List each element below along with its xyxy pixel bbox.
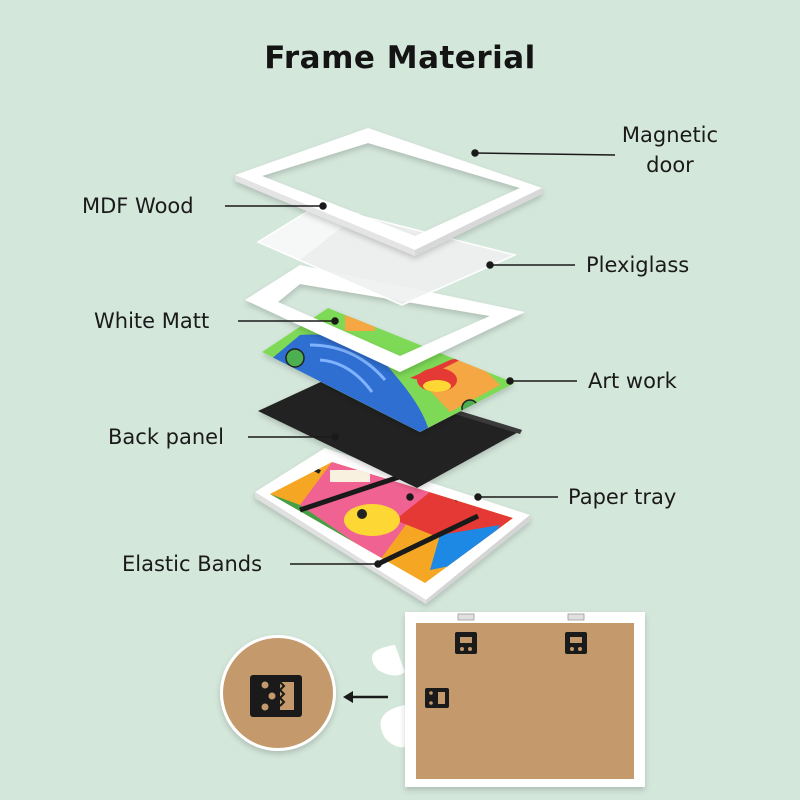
label-elastic-bands: Elastic Bands <box>122 549 262 579</box>
frame-back-view <box>372 612 645 787</box>
label-magnetic-door-line1: Magnetic <box>600 120 740 150</box>
label-paper-tray: Paper tray <box>568 482 676 512</box>
magnet-clip-icon <box>565 632 587 654</box>
label-magnetic-door-line2: door <box>600 150 740 180</box>
label-art-work: Art work <box>588 366 677 396</box>
arrow-left-icon <box>343 691 388 703</box>
magnet-clip-icon <box>455 632 477 654</box>
label-magnetic-door: Magnetic door <box>600 120 740 180</box>
label-back-panel: Back panel <box>108 422 224 452</box>
sawtooth-hanger-icon <box>425 688 449 708</box>
label-mdf-wood: MDF Wood <box>82 191 194 221</box>
hanger-zoom-view <box>220 635 340 755</box>
label-plexiglass: Plexiglass <box>586 250 689 280</box>
label-white-matt: White Matt <box>94 306 209 336</box>
